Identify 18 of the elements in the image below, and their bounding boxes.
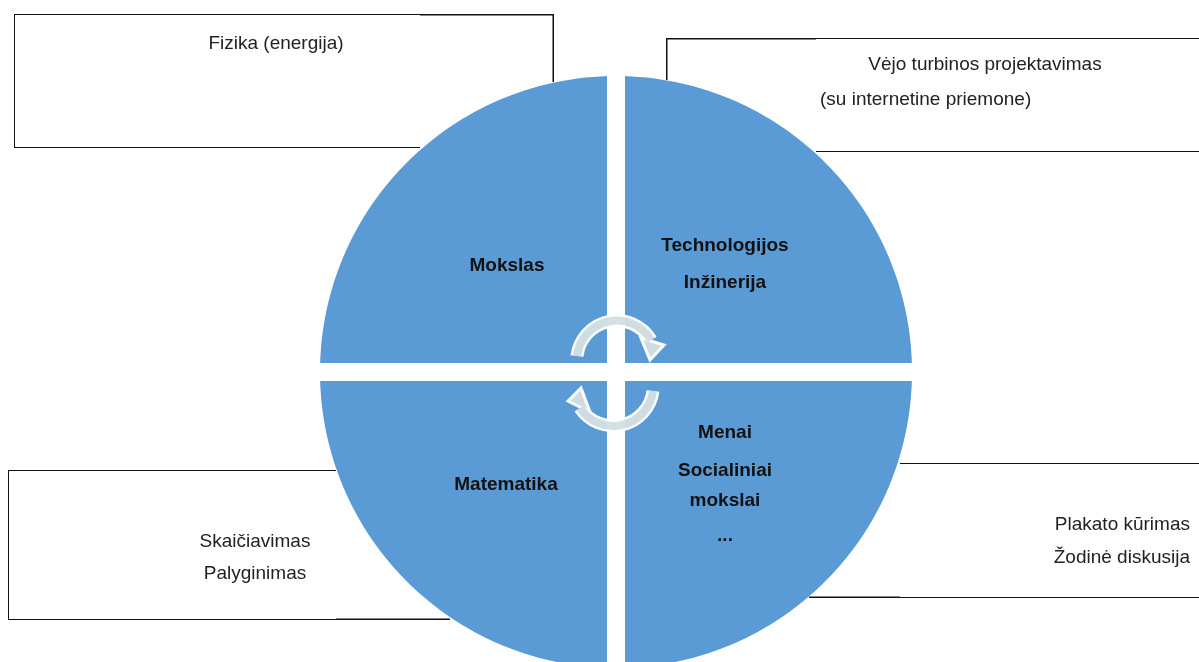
text-box bbox=[900, 463, 1199, 598]
text-box bbox=[8, 470, 336, 620]
text-box bbox=[14, 14, 420, 148]
activity-label: Vėjo turbinos projektavimas bbox=[868, 53, 1102, 75]
subject-label: Menai bbox=[698, 421, 752, 443]
activity-label: (su internetine priemone) bbox=[820, 88, 1032, 110]
subject-label: Inžinerija bbox=[683, 271, 767, 293]
subject-label: Socialiniai mokslai bbox=[677, 458, 773, 512]
activity-label: Fizika (energija) bbox=[208, 32, 344, 54]
activity-label: Plakato kūrimas bbox=[1054, 513, 1190, 535]
subject-label: Matematika bbox=[454, 473, 558, 495]
subject-label: Technologijos bbox=[661, 234, 789, 256]
subject-label: ... bbox=[717, 524, 733, 546]
activity-label: Skaičiavimas bbox=[199, 530, 311, 552]
activity-label: Palyginimas bbox=[203, 562, 307, 584]
text-box bbox=[816, 38, 1199, 152]
activity-label: Žodinė diskusija bbox=[1053, 546, 1190, 568]
subject-label: Mokslas bbox=[469, 254, 545, 276]
